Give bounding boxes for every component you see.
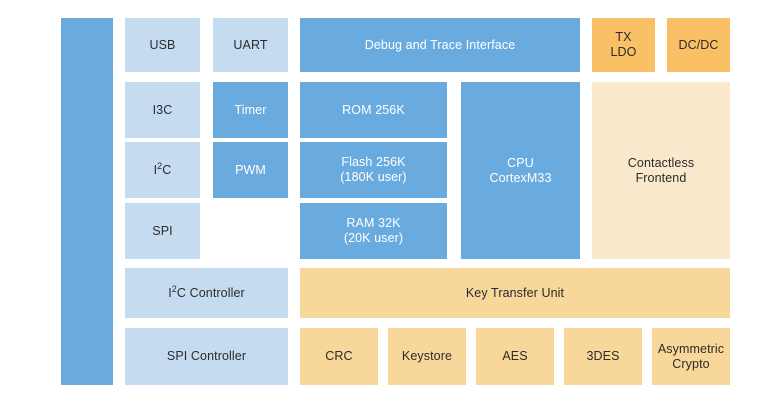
block-aes[interactable]: AES — [476, 328, 554, 385]
block-uart[interactable]: UART — [213, 18, 288, 72]
block-pwm[interactable]: PWM — [213, 142, 288, 198]
block-cpu[interactable]: CPU CortexM33 — [461, 82, 580, 259]
block-spi[interactable]: SPI — [125, 203, 200, 259]
block-dcdc[interactable]: DC/DC — [667, 18, 730, 72]
block-keystore[interactable]: Keystore — [388, 328, 466, 385]
block-spi-controller[interactable]: SPI Controller — [125, 328, 288, 385]
block-usb[interactable]: USB — [125, 18, 200, 72]
block-contactless-frontend[interactable]: Contactless Frontend — [592, 82, 730, 259]
block-timer[interactable]: Timer — [213, 82, 288, 138]
block-i2c-controller-label: I2C Controller — [168, 283, 245, 300]
block-i2c[interactable]: I2C — [125, 142, 200, 198]
block-bus-bar[interactable] — [61, 18, 113, 385]
block-i2c-label: I2C — [153, 160, 172, 177]
block-i2c-controller[interactable]: I2C Controller — [125, 268, 288, 318]
block-crc[interactable]: CRC — [300, 328, 378, 385]
block-ram[interactable]: RAM 32K (20K user) — [300, 203, 447, 259]
block-tx-ldo[interactable]: TX LDO — [592, 18, 655, 72]
block-3des[interactable]: 3DES — [564, 328, 642, 385]
block-rom[interactable]: ROM 256K — [300, 82, 447, 138]
block-flash[interactable]: Flash 256K (180K user) — [300, 142, 447, 198]
block-debug-and-trace-interface[interactable]: Debug and Trace Interface — [300, 18, 580, 72]
block-key-transfer-unit[interactable]: Key Transfer Unit — [300, 268, 730, 318]
block-asymmetric-crypto[interactable]: Asymmetric Crypto — [652, 328, 730, 385]
block-i3c[interactable]: I3C — [125, 82, 200, 138]
